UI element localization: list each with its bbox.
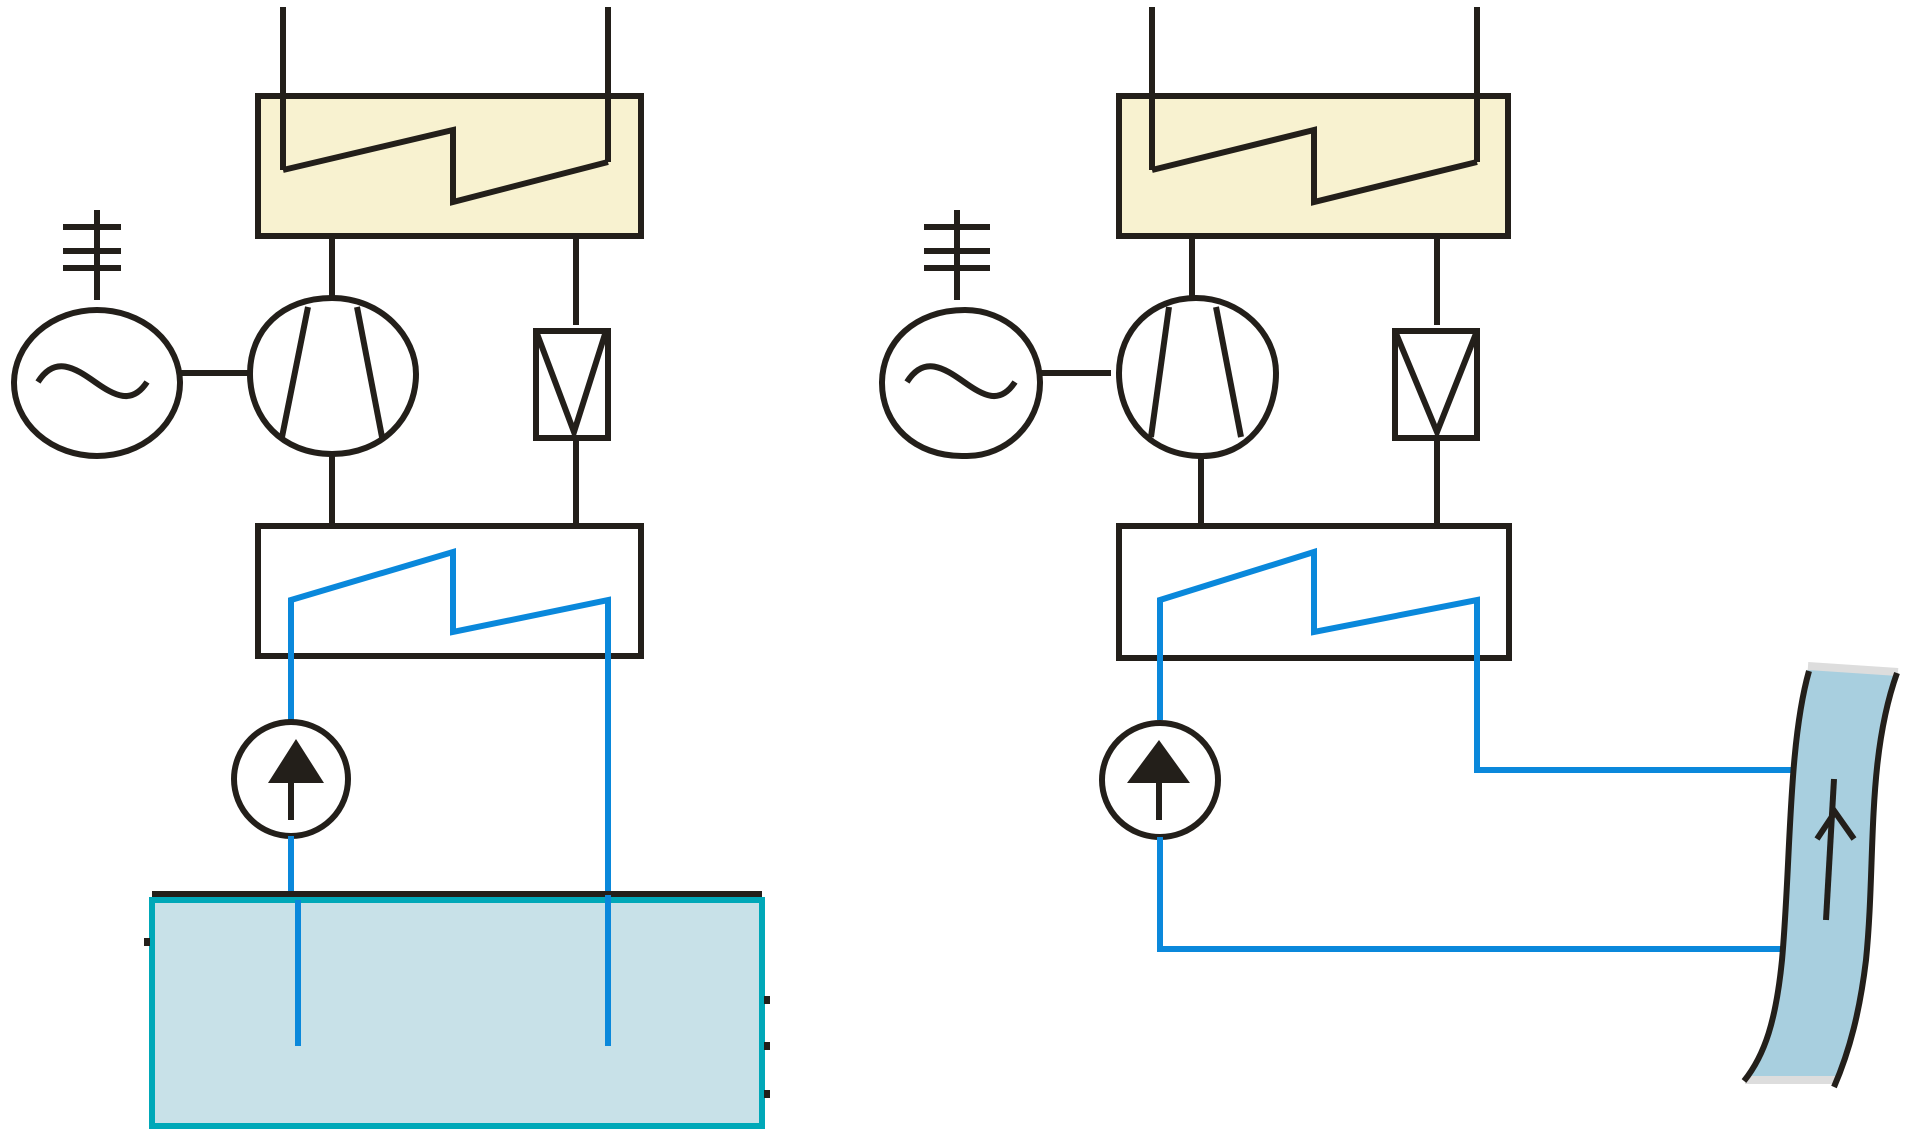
right-return-pipe xyxy=(1157,837,1825,952)
river-flow-arrow-shaft xyxy=(1823,778,1837,921)
left-expansion-valve xyxy=(533,328,611,442)
left-evaporator xyxy=(255,523,644,895)
right-expansion-valve xyxy=(1392,328,1480,441)
left-condenser xyxy=(255,7,644,239)
left-grid-symbol xyxy=(63,210,121,300)
right-circulation-pump xyxy=(1099,720,1221,840)
right-generator xyxy=(878,306,1044,459)
right-grid-symbol xyxy=(924,210,990,300)
right-condenser xyxy=(1116,7,1511,239)
right-evaporator xyxy=(1116,523,1833,773)
right-compressor xyxy=(1115,294,1280,460)
river-flow-arrow-head xyxy=(1814,806,1857,841)
left-heat-pump-system xyxy=(11,7,770,1129)
left-generator xyxy=(11,307,183,459)
right-heat-pump-system xyxy=(878,7,1900,1089)
left-groundwater-tank xyxy=(144,891,770,1129)
left-circulation-pump xyxy=(231,719,351,839)
right-river xyxy=(1741,662,1900,1089)
left-compressor xyxy=(246,294,420,458)
